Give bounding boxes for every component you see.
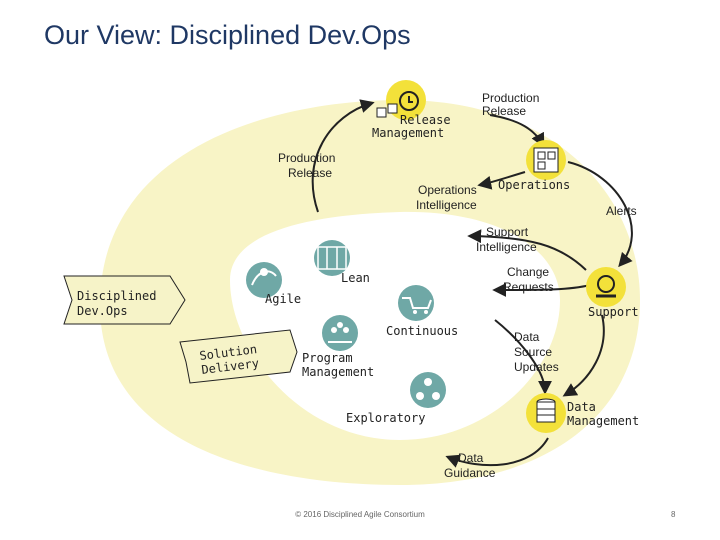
delivery-label: Delivery [201, 356, 260, 377]
exploratory-node: Exploratory [346, 372, 446, 425]
page-number: 8 [671, 510, 676, 519]
solution-label: Solution [199, 342, 258, 363]
arrow-data-source-updates [494, 319, 552, 395]
arrow-data-to-continuous [445, 437, 549, 468]
program-management-node: Program Management [302, 315, 374, 379]
program-management-label: Management [302, 365, 374, 379]
agile-label: Agile [265, 292, 301, 306]
slide-title: Our View: Disciplined Dev.Ops [44, 20, 411, 50]
production-release-top-label-2: Release [482, 104, 526, 118]
data-guidance-label-1: Data [458, 451, 484, 465]
change-requests-label-2: Requests [503, 280, 554, 294]
support-label: Support [588, 305, 639, 319]
agile-icon [246, 262, 282, 298]
arrow-operations-intelligence [477, 171, 526, 190]
data-management-label: Management [567, 414, 639, 428]
agile-node: Agile [246, 262, 301, 306]
kanban-board-icon [314, 240, 350, 276]
banner-label-line1: Disciplined [77, 289, 156, 303]
cart-icon [398, 285, 434, 321]
banner-label-line2: Dev.Ops [77, 304, 128, 318]
team-icon [322, 315, 358, 351]
disciplined-devops-banner: Disciplined Dev.Ops [63, 275, 186, 325]
production-release-left-label-1: Production [278, 151, 335, 165]
operations-node: Operations [498, 140, 570, 192]
operations-label: Operations [498, 178, 570, 192]
arrow-change-requests [492, 282, 591, 297]
alerts-label: Alerts [606, 204, 637, 218]
data-source-updates-label-2: Source [514, 345, 552, 359]
operations-intelligence-label-2: Intelligence [416, 198, 477, 212]
solution-delivery-banner: Solution Delivery [179, 329, 298, 384]
operations-intelligence-label-1: Operations [418, 183, 477, 197]
production-release-top-label-1: Production [482, 91, 539, 105]
release-management-node: Release Management [372, 80, 451, 140]
data-source-updates-label-3: Updates [514, 360, 559, 374]
release-label: Release [400, 113, 451, 127]
continuous-label: Continuous [386, 324, 458, 338]
arrow-support-to-data [562, 314, 605, 397]
exploratory-icon [410, 372, 446, 408]
continuous-node: Continuous [386, 285, 458, 338]
data-management-node: Data Management [526, 393, 639, 433]
arrow-left-to-release [311, 99, 375, 213]
lean-label: Lean [341, 271, 370, 285]
exploratory-label: Exploratory [346, 411, 425, 425]
headset-icon [586, 267, 626, 307]
footer-copyright: © 2016 Disciplined Agile Consortium [295, 510, 425, 519]
lean-node: Lean [314, 240, 370, 285]
data-source-updates-label-1: Data [514, 330, 540, 344]
support-intelligence-label-2: Intelligence [476, 240, 537, 254]
data-guidance-label-2: Guidance [444, 466, 496, 480]
support-node: Support [586, 267, 639, 319]
production-release-left-label-2: Release [288, 166, 332, 180]
support-intelligence-label-1: Support [486, 225, 529, 239]
arrow-support-intelligence [467, 229, 587, 271]
arrow-operations-to-support [567, 161, 633, 268]
program-label: Program [302, 351, 353, 365]
outer-ring [100, 100, 640, 485]
change-requests-label-1: Change [507, 265, 549, 279]
data-label: Data [567, 400, 596, 414]
management-label: Management [372, 126, 444, 140]
